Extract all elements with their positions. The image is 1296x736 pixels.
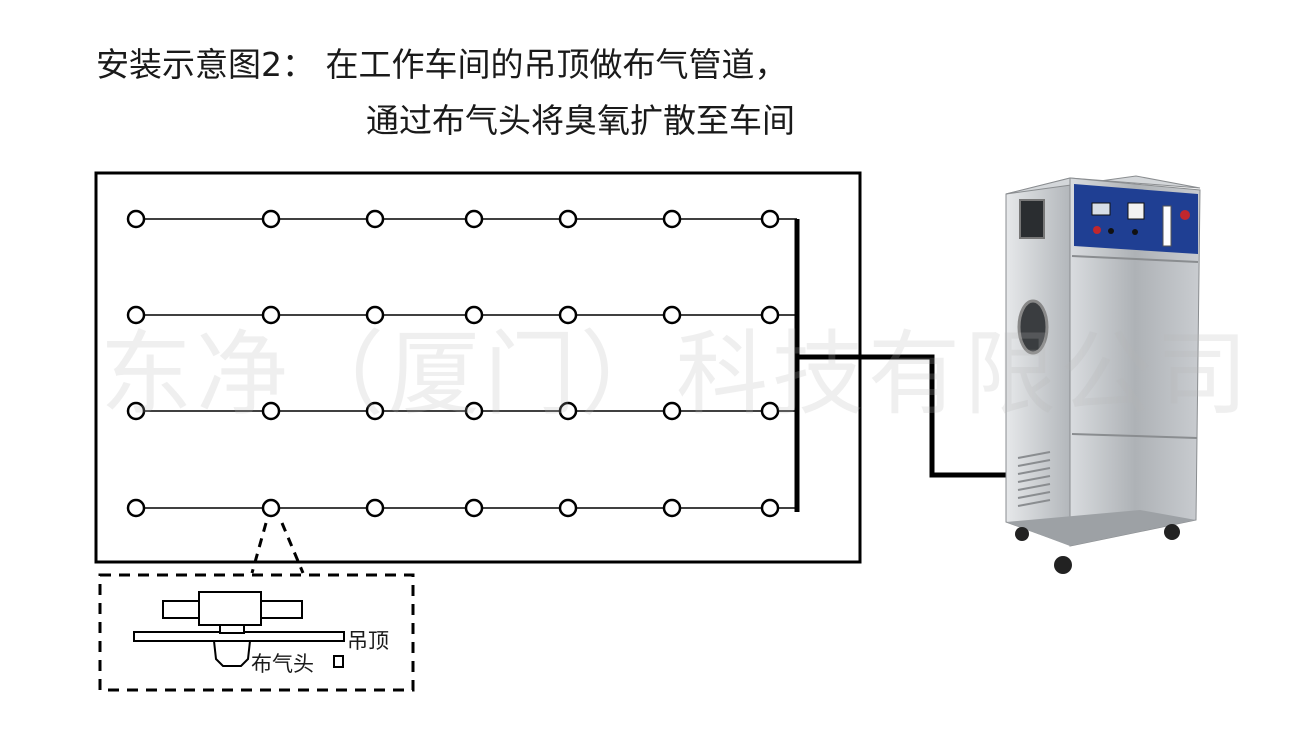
air-diffuser-node	[261, 209, 281, 229]
air-diffuser-node	[126, 209, 146, 229]
diffuser-head	[212, 640, 252, 667]
diffuser-neck	[219, 624, 245, 634]
air-diffuser-node	[558, 401, 578, 421]
diagram-title-line-2: 通过布气头将臭氧扩散至车间	[366, 101, 795, 140]
tee-fitting	[198, 591, 262, 626]
air-diffuser-node	[464, 401, 484, 421]
air-diffuser-node	[662, 498, 682, 518]
air-diffuser-node	[365, 209, 385, 229]
cooling-fan-icon	[1017, 299, 1049, 355]
air-diffuser-node	[464, 209, 484, 229]
side-vents	[1017, 451, 1051, 507]
diagram-title-line-1: 安装示意图2： 在工作车间的吊顶做布气管道，	[96, 45, 788, 84]
wheel-rear-right	[1164, 524, 1180, 540]
detail-callout-box	[98, 573, 415, 692]
air-diffuser-node	[261, 305, 281, 325]
panel-seam-bottom	[1071, 433, 1198, 439]
air-diffuser-node	[760, 209, 780, 229]
diffuser-cross-section	[133, 591, 345, 667]
air-diffuser-node	[365, 498, 385, 518]
air-diffuser-node	[365, 401, 385, 421]
indicator-light-red	[1093, 226, 1101, 234]
air-diffuser-node	[760, 401, 780, 421]
air-diffuser-node	[261, 401, 281, 421]
callout-line-left	[250, 522, 268, 574]
digital-display	[1091, 202, 1111, 216]
air-diffuser-node	[558, 305, 578, 325]
air-diffuser-node	[126, 305, 146, 325]
air-diffuser-node	[662, 401, 682, 421]
diffuser-label: 布气头	[251, 652, 314, 676]
ceiling-label: 吊顶	[347, 629, 389, 653]
cooling-fan-top-icon	[1019, 199, 1045, 239]
power-button	[1180, 210, 1190, 220]
air-diffuser-node	[558, 209, 578, 229]
wheel-rear-left	[1015, 527, 1029, 541]
label-marker-square	[333, 655, 344, 668]
switch-knob	[1108, 228, 1114, 234]
air-diffuser-node	[464, 305, 484, 325]
air-diffuser-node	[261, 498, 281, 518]
air-diffuser-node	[662, 209, 682, 229]
air-diffuser-node	[464, 498, 484, 518]
air-diffuser-node	[126, 401, 146, 421]
flowmeter	[1162, 205, 1172, 247]
workshop-ceiling-frame	[94, 171, 862, 564]
wheel-front-left	[1054, 556, 1072, 574]
supply-pipe	[797, 354, 1010, 478]
machine-base	[1006, 510, 1196, 546]
air-diffuser-node	[662, 305, 682, 325]
panel-seam-top	[1071, 255, 1199, 263]
meter-gauge	[1127, 202, 1145, 220]
callout-line-right	[280, 522, 305, 574]
switch-knob-2	[1132, 229, 1138, 235]
distribution-pipes	[126, 209, 797, 518]
air-diffuser-node	[558, 498, 578, 518]
air-diffuser-node	[126, 498, 146, 518]
air-diffuser-node	[760, 498, 780, 518]
air-diffuser-node	[760, 305, 780, 325]
ozone-generator	[1005, 175, 1201, 574]
air-diffuser-node	[365, 305, 385, 325]
